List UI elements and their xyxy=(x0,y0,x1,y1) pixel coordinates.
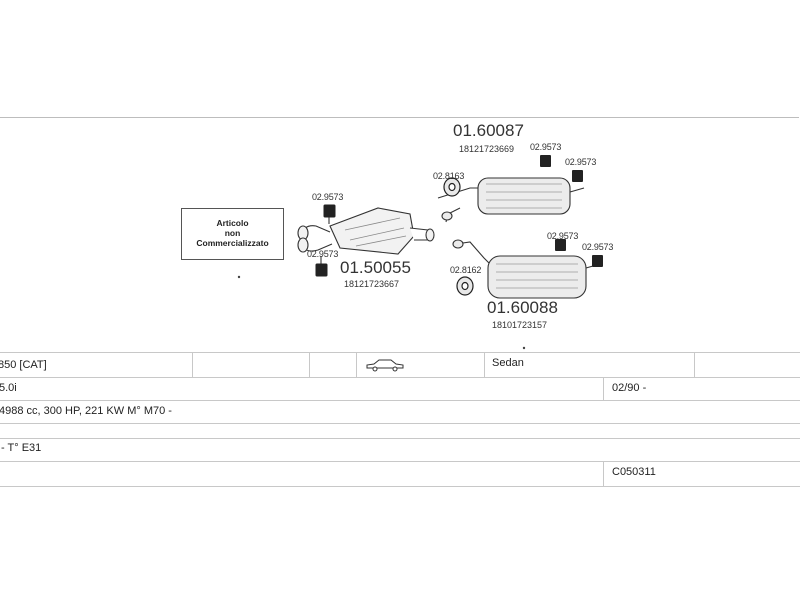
oem-number-2: 18121723667 xyxy=(344,279,400,289)
specs-text: 4988 cc, 300 HP, 221 KW M° M70 - xyxy=(0,405,172,417)
not-sold-line3: Commercializzato xyxy=(196,238,269,248)
rear-muffler-top[interactable] xyxy=(437,177,585,223)
not-sold-line2: non xyxy=(224,228,241,238)
ref-code-text: C050311 xyxy=(612,466,656,478)
code-left-top[interactable]: 02.9573 xyxy=(312,192,344,202)
part-number-1[interactable]: 01.60087 xyxy=(453,121,524,140)
stray-dot xyxy=(522,346,526,350)
not-sold-box: Articolo non Commercializzato xyxy=(181,208,284,260)
code-right-bottom-2[interactable]: 02.9573 xyxy=(582,242,614,252)
oem-number-3: 18101723157 xyxy=(492,320,548,330)
hanger-left-top[interactable] xyxy=(323,204,336,224)
stray-dot xyxy=(237,275,241,279)
hanger-left-bottom[interactable] xyxy=(315,256,328,277)
table-row-specs: 4988 cc, 300 HP, 221 KW M° M70 - xyxy=(0,401,800,424)
cell-empty xyxy=(193,353,310,377)
center-muffler-assembly[interactable] xyxy=(297,207,435,255)
sedan-car-icon xyxy=(366,359,404,372)
body-type-text: Sedan xyxy=(492,357,524,369)
cell-empty xyxy=(310,353,357,377)
cell-empty xyxy=(695,353,800,377)
hanger-right-top-1[interactable] xyxy=(540,155,551,167)
table-row-spacer xyxy=(0,424,800,439)
cell-date: 02/90 - xyxy=(604,377,800,400)
code-right-bottom-1[interactable]: 02.9573 xyxy=(547,231,579,241)
oem-number-1: 18121723669 xyxy=(459,144,515,154)
code-right-top-1[interactable]: 02.9573 xyxy=(530,142,562,152)
table-row-engine: 5.0i 02/90 - xyxy=(0,377,800,401)
code-clamp-bottom[interactable]: 02.8162 xyxy=(450,265,482,275)
table-row-model: 850 [CAT] Sedan xyxy=(0,352,800,378)
hanger-right-top-2[interactable] xyxy=(572,170,583,182)
exhaust-diagram: Articolo non Commercializzato 01.60087 1… xyxy=(0,118,800,350)
code-left-bottom[interactable]: 02.9573 xyxy=(307,249,339,259)
table-row-ref: C050311 xyxy=(0,462,800,487)
code-right-top-2[interactable]: 02.9573 xyxy=(565,157,597,167)
clamp-bottom[interactable] xyxy=(456,276,474,296)
cell-body: Sedan xyxy=(485,353,695,377)
code-clamp-top[interactable]: 02.8163 xyxy=(433,171,465,181)
part-number-2[interactable]: 01.50055 xyxy=(340,258,411,277)
part-number-3[interactable]: 01.60088 xyxy=(487,298,558,317)
hanger-right-bottom-1[interactable] xyxy=(555,239,566,251)
cell-engine: 5.0i xyxy=(0,377,604,400)
hanger-right-bottom-2[interactable] xyxy=(592,255,603,267)
cell-car-icon xyxy=(357,353,485,377)
engine-text: 5.0i xyxy=(0,382,17,394)
table-row-type: - T° E31 xyxy=(0,439,800,462)
rear-muffler-bottom[interactable] xyxy=(452,239,601,299)
cell-empty xyxy=(0,462,604,486)
model-text: 850 [CAT] xyxy=(0,359,47,371)
clamp-top[interactable] xyxy=(443,177,461,197)
cell-ref: C050311 xyxy=(604,462,800,486)
not-sold-line1: Articolo xyxy=(216,218,249,228)
type-text: - T° E31 xyxy=(1,442,42,454)
date-text: 02/90 - xyxy=(612,382,647,394)
diagram-frame xyxy=(0,117,799,488)
exhaust-drawing xyxy=(237,155,603,350)
cell-model: 850 [CAT] xyxy=(0,353,193,377)
